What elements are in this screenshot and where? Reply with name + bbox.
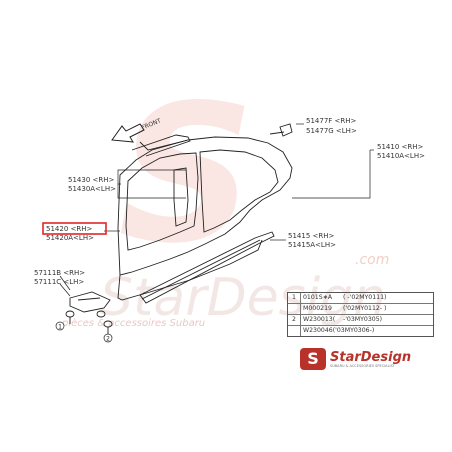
table-row: 1 0101S∗A ( -'02MY0111) xyxy=(288,293,433,304)
brand-logo-mark: S xyxy=(300,348,326,370)
part-51430: 51430 <RH> xyxy=(68,176,115,184)
watermark-domain: .com xyxy=(355,252,390,268)
part-51430a: 51430A<LH> xyxy=(68,185,116,193)
body-side-panel xyxy=(117,134,293,301)
applicability-table: 1 0101S∗A ( -'02MY0111) M000219 ('02MY01… xyxy=(287,292,434,337)
leader-lines xyxy=(59,123,374,297)
pillar-patch xyxy=(269,123,293,137)
callout-2-label: 2 xyxy=(106,336,110,343)
part-57111b: 57111B <RH> xyxy=(34,269,86,277)
callout-2: 2 xyxy=(103,333,113,343)
row-code: 0101S∗A xyxy=(303,294,333,301)
brand-name: StarDesign xyxy=(330,350,412,365)
front-arrow-icon xyxy=(111,123,145,143)
row-number: 2 xyxy=(288,315,301,325)
highlight-box xyxy=(42,222,107,235)
table-row: M000219 ('02MY0112- ) xyxy=(288,304,433,315)
part-51415a: 51415A<LH> xyxy=(288,241,336,249)
table-row: W230046('03MY0306- ) xyxy=(288,326,433,336)
row-number xyxy=(288,304,301,314)
row-range: ( -'02MY0111) xyxy=(343,294,387,301)
part-51410: 51410 <RH> xyxy=(377,143,424,151)
row-number xyxy=(288,326,301,336)
fastener-icons xyxy=(65,310,113,334)
part-51420: 51420 <RH> xyxy=(46,225,93,233)
table-row: 2 W230013( -'03MY0305) xyxy=(288,315,433,326)
part-51420a: 51420A<LH> xyxy=(46,234,94,242)
row-range: ) xyxy=(371,327,375,334)
row-range: -'03MY0305) xyxy=(343,316,383,323)
part-51477g: 51477G <LH> xyxy=(306,127,357,135)
watermark-big-word: StarDesign xyxy=(100,268,387,328)
jack-bracket xyxy=(69,291,111,313)
part-51415: 51415 <RH> xyxy=(288,232,335,240)
part-51477f: 51477F <RH> xyxy=(306,117,357,125)
row-range: ('02MY0112- ) xyxy=(343,305,387,312)
row-code: W230046('03MY0306- xyxy=(303,327,372,334)
part-51410a: 51410A<LH> xyxy=(377,152,425,160)
row-code: W230013( xyxy=(303,316,336,323)
row-code: M000219 xyxy=(303,305,332,312)
callout-1-label: 1 xyxy=(58,324,62,331)
row-number: 1 xyxy=(288,293,301,303)
rocker-panel xyxy=(139,231,275,304)
watermark-slogan: pièces & accessoires Subaru xyxy=(62,318,206,329)
part-57111c: 57111C <LH> xyxy=(34,278,85,286)
brand-logo: S StarDesign SUBARU & ACCESSORIES SPECIA… xyxy=(300,348,420,370)
brand-tagline: SUBARU & ACCESSORIES SPECIALIST xyxy=(330,364,395,368)
callout-1: 1 xyxy=(55,321,65,331)
